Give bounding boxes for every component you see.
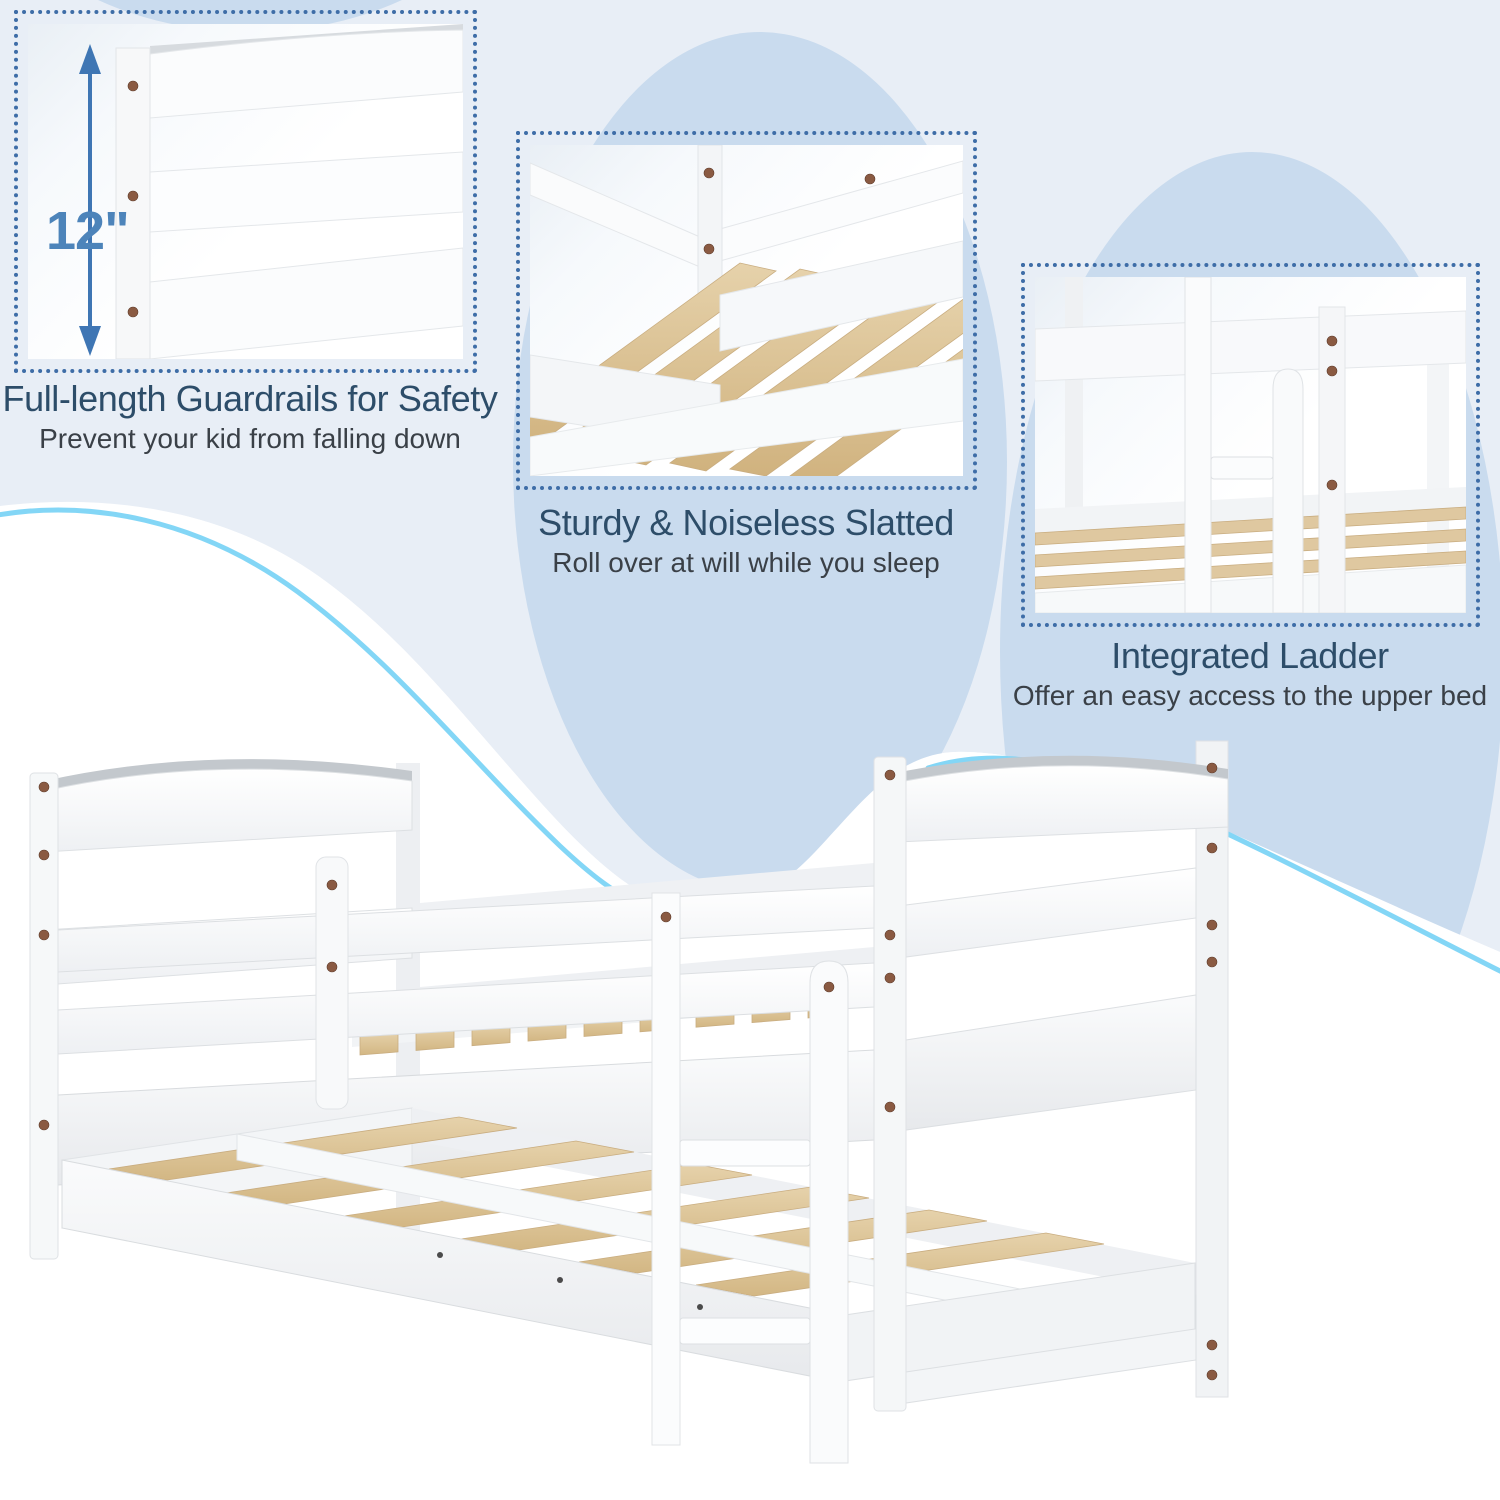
feature-title: Full-length Guardrails for Safety [2,378,498,419]
feature-subtitle: Roll over at will while you sleep [552,547,940,578]
bg-circle-guardrail [98,0,402,32]
feature-card-ladder [1021,263,1480,627]
ladder-closeup-graphic [1035,277,1466,613]
slats-photo [530,145,963,476]
caption-slats: Sturdy & Noiseless Slatted Roll over at … [476,503,1016,579]
swoosh-left-line [0,507,645,909]
guardrail-photo: 12" [28,24,463,359]
feature-title: Sturdy & Noiseless Slatted [538,502,954,543]
ladder-rung [679,1317,811,1345]
guardrail-end-post [315,856,349,1110]
ladder-rung [679,1139,811,1167]
slats-closeup-graphic [530,145,963,476]
measurement-label: 12" [46,201,130,261]
feature-subtitle: Prevent your kid from falling down [39,423,461,454]
feature-card-guardrails: 12" [14,10,477,373]
caption-ladder: Integrated Ladder Offer an easy access t… [968,636,1500,712]
platform-bolts [437,1252,703,1310]
guardrail-closeup-graphic [79,24,463,359]
screws [38,762,1218,1381]
feature-title: Integrated Ladder [1111,635,1389,676]
ladder-photo [1035,277,1466,613]
right-headboard [875,755,1229,1404]
caption-guardrails: Full-length Guardrails for Safety Preven… [0,379,560,455]
bed-front-posts [29,756,907,1412]
feature-card-slats [516,131,977,490]
bed-ladder [651,892,849,1464]
dimension-arrow-icon [79,44,101,356]
bunk-bed-illustration [29,740,1229,1464]
feature-subtitle: Offer an easy access to the upper bed [1012,680,1488,711]
